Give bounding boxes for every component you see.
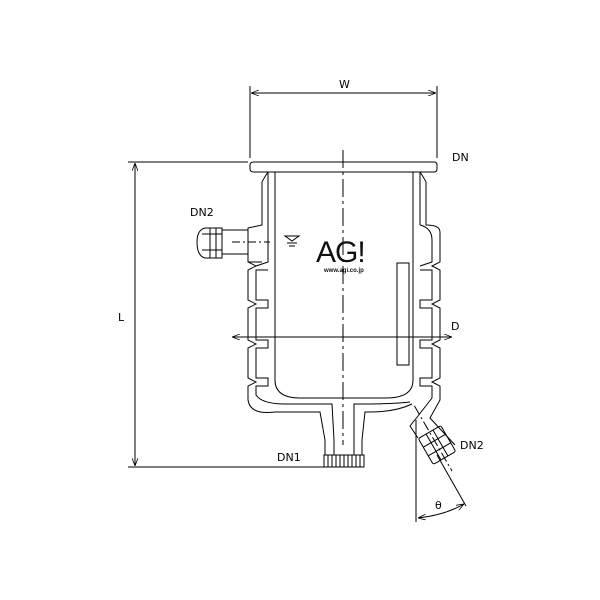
side-inlet-label: DN2 [190, 206, 214, 219]
flange-label: DN [452, 151, 469, 164]
jacket-right [353, 182, 456, 455]
top-flange [249, 161, 438, 173]
angle-dimension [415, 420, 467, 522]
width-dimension [249, 86, 438, 158]
length-dimension [128, 161, 325, 468]
jacket-left [247, 182, 335, 455]
logo: AG! [316, 236, 366, 269]
bottom-outlet [323, 454, 365, 468]
side-inlet-nozzle [196, 227, 270, 263]
diameter-label: D [451, 320, 460, 333]
angle-label: θ [435, 499, 442, 512]
width-label: W [339, 78, 350, 91]
logo-url: www.agi.co.jp [324, 268, 364, 274]
angled-outlet-nozzle [414, 405, 456, 472]
length-label: L [118, 311, 125, 324]
liquid-level-icon [283, 235, 301, 247]
angled-outlet-label: DN2 [460, 439, 484, 452]
bottom-outlet-label: DN1 [277, 451, 301, 464]
sight-window [396, 262, 410, 366]
inner-vessel [274, 172, 414, 399]
